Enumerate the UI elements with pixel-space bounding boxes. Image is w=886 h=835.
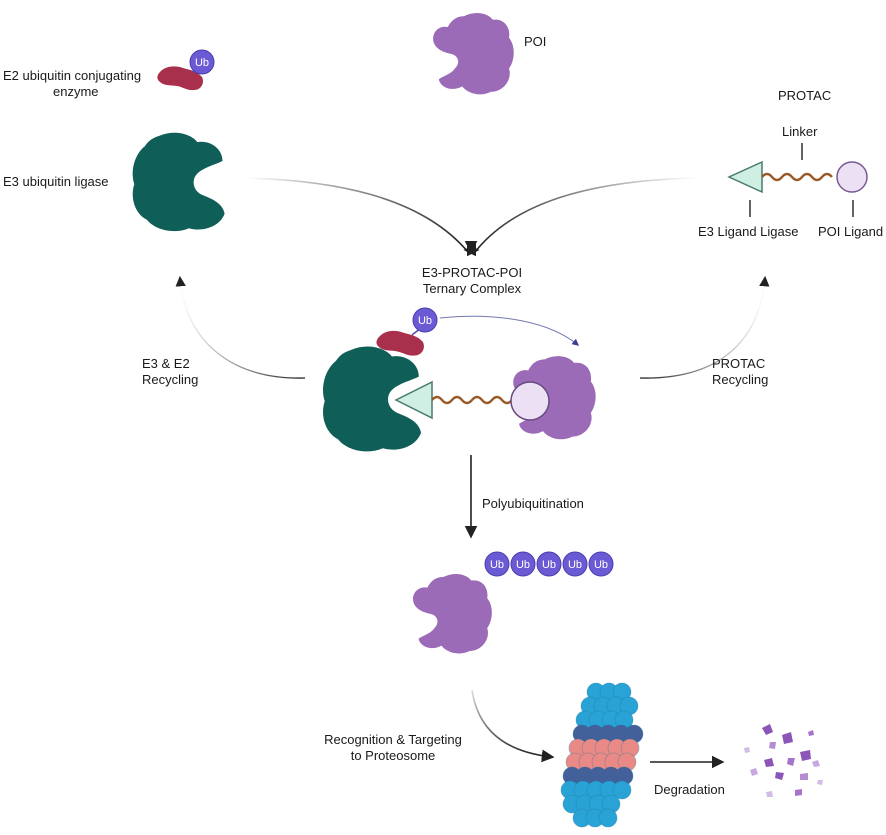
protac-recycling-label: PROTAC Recycling: [712, 356, 768, 388]
e2-label-line1: E2 ubiquitin conjugating: [3, 68, 142, 83]
arrow-recognition: [471, 689, 555, 763]
ternary-label-line1: E3-PROTAC-POI: [421, 265, 523, 280]
ubiquitin-icon: [562, 551, 588, 577]
poi-ligand-circle: [836, 161, 868, 193]
proteasome: [560, 682, 644, 828]
ub-transfer-arrow: [439, 315, 580, 346]
arrow-protac-to-complex: [474, 177, 697, 253]
complex-ubiquitin-icon: [412, 307, 438, 333]
recognition-line2: to Proteosome: [350, 748, 436, 763]
linker-label: Linker: [782, 124, 818, 139]
poi-label: POI: [524, 34, 547, 49]
proteasome-subunit: [612, 780, 632, 800]
polyubiquitination-label: Polyubiquitination: [482, 496, 584, 511]
polyubiquitinated-poi: Ub Ub Ub Ub Ub: [413, 551, 614, 654]
tagged-poi-shape: [413, 573, 492, 654]
e2-enzyme-with-ub: Ub: [157, 49, 215, 91]
peptide-fragments: [744, 724, 823, 797]
arrow-protac-recycling: [639, 275, 770, 379]
recognition-line1: Recognition & Targeting: [324, 732, 462, 747]
proteasome-subunit: [598, 808, 618, 828]
ubiquitin-icon: [510, 551, 536, 577]
polyubiquitin-chain: Ub Ub Ub Ub Ub: [484, 551, 614, 577]
ubiquitin-icon: [189, 49, 215, 75]
ub-label: Ub: [568, 559, 582, 571]
linker-wave: [761, 172, 833, 182]
poi-ligand-label: POI Ligand: [818, 224, 884, 239]
ternary-label-line2: Ternary Complex: [422, 281, 522, 296]
e3-ligase-shape: [132, 132, 225, 232]
recognition-label: Recognition & Targeting to Proteosome: [318, 732, 468, 764]
ub-label: Ub: [490, 559, 504, 571]
protac-molecule: [727, 143, 868, 217]
arrow-e3e2-recycling: [175, 275, 306, 379]
ub-label: Ub: [195, 57, 209, 69]
e3e2-recycling-line2: Recycling: [142, 372, 199, 387]
e3e2-recycling-label: E3 & E2 Recycling: [142, 356, 198, 388]
ub-label: Ub: [542, 559, 556, 571]
e2-label-line2: enzyme: [53, 84, 99, 99]
protac-label: PROTAC: [778, 88, 832, 103]
e3-ligase-label: E3 ubiquitin ligase: [3, 174, 109, 189]
complex-ub-label: Ub: [418, 315, 432, 327]
degradation-label: Degradation: [654, 782, 725, 797]
ternary-complex: Ub: [323, 307, 596, 452]
ternary-complex-label: E3-PROTAC-POI Ternary Complex: [414, 265, 530, 297]
ub-label: Ub: [594, 559, 608, 571]
arrow-e3-to-complex: [244, 177, 469, 253]
complex-e3-ligand: [394, 380, 433, 420]
complex-poi-ligand: [510, 381, 550, 421]
ubiquitin-icon: [588, 551, 614, 577]
complex-linker: [431, 395, 513, 405]
poi-shape: [433, 13, 514, 95]
protac-recycling-line1: PROTAC: [712, 356, 766, 371]
ubiquitin-icon: [484, 551, 510, 577]
e3e2-recycling-line1: E3 & E2: [142, 356, 190, 371]
e3-ligand-triangle: [727, 160, 763, 194]
ubiquitin-icon: [536, 551, 562, 577]
e3-ligand-ligase-label: E3 Ligand Ligase: [698, 224, 799, 239]
protac-recycling-line2: Recycling: [712, 372, 769, 387]
e2-enzyme-label: E2 ubiquitin conjugating enzyme: [3, 68, 141, 100]
ub-label: Ub: [516, 559, 530, 571]
